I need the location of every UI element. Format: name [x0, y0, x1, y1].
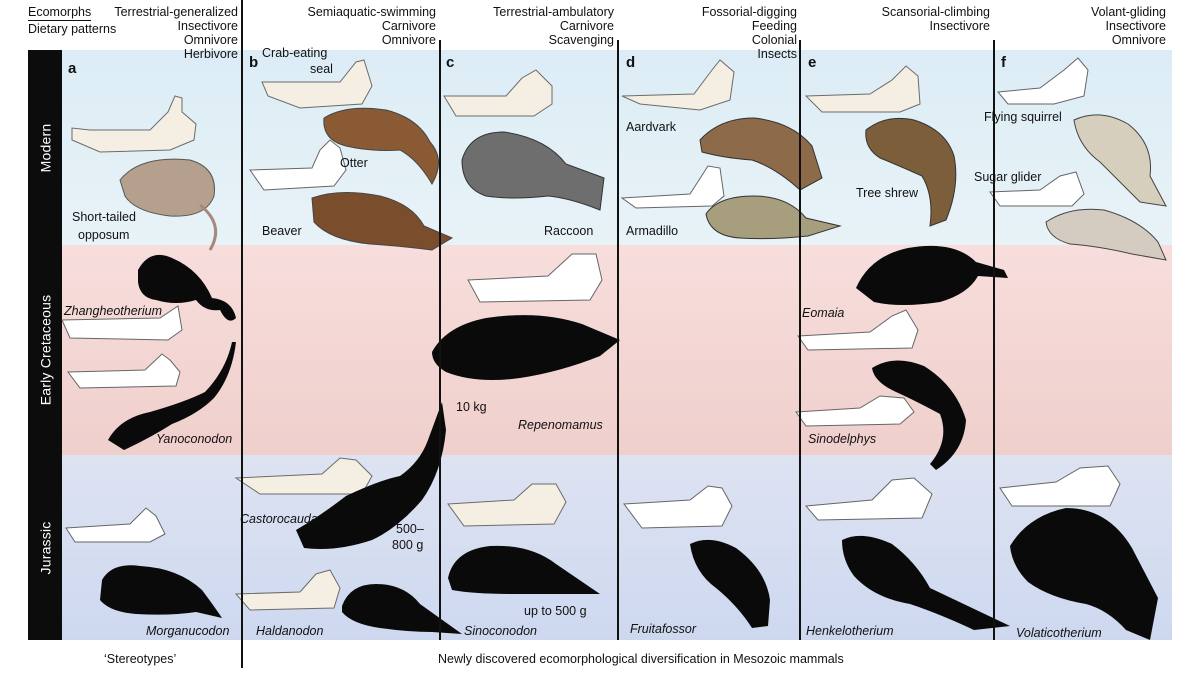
column-header-f: Volant-gliding Insectivore Omnivore	[1090, 5, 1166, 47]
label-zhangheotherium: Zhangheotherium	[64, 304, 162, 318]
column-letter-b: b	[249, 54, 259, 71]
column-header-b: Semiaquatic-swimming Carnivore Omnivore	[307, 5, 436, 47]
separator-e-f	[993, 40, 995, 640]
label-raccoon: Raccoon	[544, 224, 594, 238]
morganucodon-silhouette	[100, 565, 222, 618]
sugar-glider-drawing	[1045, 208, 1167, 261]
label-seal: seal	[310, 62, 333, 76]
label-mass-500: 500–	[396, 522, 424, 536]
column-letter-f: f	[1001, 54, 1006, 71]
label-short-tailed: Short-tailed	[72, 210, 136, 224]
jaw-haldanodon	[234, 569, 341, 611]
sinodelphys-silhouette	[872, 360, 966, 470]
jaw-raccoon	[443, 69, 553, 117]
label-volaticotherium: Volaticotherium	[1016, 626, 1102, 640]
separator-b-c	[439, 40, 441, 640]
period-label-early-cretaceous: Early Cretaceous	[28, 245, 62, 455]
beaver-drawing	[311, 191, 454, 251]
column-letter-c: c	[446, 54, 455, 71]
jaw-sugar-glider	[989, 171, 1085, 207]
opossum-drawing	[119, 158, 218, 251]
label-eomaia: Eomaia	[802, 306, 845, 320]
henkelotherium-silhouette	[842, 535, 1010, 630]
jaw-yanoconodon	[67, 353, 181, 389]
jaw-crab-eating-seal	[261, 59, 373, 109]
sinoconodon-silhouette	[448, 545, 600, 594]
label-sugar-glider: Sugar glider	[974, 170, 1042, 184]
jaw-armadillo	[620, 165, 725, 209]
repenomamus-silhouette	[432, 315, 620, 380]
eomaia-silhouette	[856, 245, 1008, 305]
separator-a-b	[241, 0, 243, 668]
jaw-short-tailed-opossum	[71, 95, 197, 153]
period-label-jurassic: Jurassic	[28, 455, 62, 640]
label-fruitafossor: Fruitafossor	[630, 622, 696, 636]
period-label-modern: Modern	[28, 50, 62, 245]
jaw-repenomamus	[467, 253, 603, 303]
jaw-tree-shrew	[804, 65, 921, 113]
jaw-flying-squirrel	[997, 57, 1089, 105]
label-tree-shrew: Tree shrew	[856, 186, 919, 200]
jaw-morganucodon	[65, 507, 166, 543]
yanoconodon-silhouette	[108, 342, 236, 450]
column-header-c: Terrestrial-ambulatory Carnivore Scaveng…	[493, 5, 614, 47]
column-header-d: Fossorial-digging Feeding Colonial Insec…	[701, 5, 797, 61]
raccoon-drawing	[461, 131, 605, 211]
ecomorphs-heading: Ecomorphs	[28, 5, 92, 21]
armadillo-drawing	[705, 195, 842, 240]
label-yanoconodon: Yanoconodon	[156, 432, 233, 446]
tree-shrew-drawing	[865, 117, 957, 227]
column-letter-d: d	[626, 54, 636, 71]
label-aardvark: Aardvark	[626, 120, 677, 134]
jaw-fruitafossor	[623, 485, 733, 529]
label-armadillo: Armadillo	[626, 224, 679, 238]
zhangheotherium-silhouette	[138, 254, 236, 321]
footer-diversification: Newly discovered ecomorphological divers…	[438, 652, 844, 666]
volaticotherium-silhouette	[1010, 508, 1158, 640]
label-beaver: Beaver	[262, 224, 302, 238]
column-header-e: Scansorial-climbing Insectivore	[881, 5, 990, 33]
jaw-castorocauda	[234, 457, 373, 495]
haldanodon-silhouette	[342, 584, 462, 634]
jaw-volaticotherium	[999, 465, 1121, 507]
castorocauda-silhouette	[296, 402, 446, 549]
label-mass-800: 800 g	[392, 538, 424, 552]
separator-d-e	[799, 40, 801, 640]
label-opposum: opposum	[78, 228, 130, 242]
label-castorocauda: Castorocauda	[240, 512, 318, 526]
jaw-sinodelphys	[795, 395, 915, 427]
jaw-otter	[249, 139, 347, 191]
label-haldanodon: Haldanodon	[256, 624, 324, 638]
label-up-to-500g: up to 500 g	[524, 604, 587, 618]
jaw-zhangheotherium	[61, 305, 183, 341]
separator-c-d	[617, 40, 619, 640]
label-otter: Otter	[340, 156, 368, 170]
label-sinodelphys: Sinodelphys	[808, 432, 877, 446]
jaw-henkelotherium	[804, 477, 933, 521]
column-letter-a: a	[68, 60, 77, 77]
footer-stereotypes: ‘Stereotypes’	[104, 652, 177, 666]
jaw-aardvark	[621, 59, 735, 111]
label-10-kg: 10 kg	[456, 400, 487, 414]
aardvark-drawing	[699, 117, 823, 191]
dietary-patterns-heading: Dietary patterns	[28, 22, 117, 36]
column-letter-e: e	[808, 54, 817, 71]
fruitafossor-silhouette	[690, 539, 770, 628]
label-flying-squirrel: Flying squirrel	[984, 110, 1062, 124]
jaw-sinoconodon	[447, 483, 567, 527]
label-repenomamus: Repenomamus	[518, 418, 603, 432]
column-header-a: Terrestrial-generalized Insectivore Omni…	[114, 5, 238, 61]
flying-squirrel-drawing	[1073, 114, 1167, 207]
label-sinoconodon: Sinoconodon	[464, 624, 537, 638]
jaw-eomaia	[797, 309, 919, 351]
label-crab-eating: Crab-eating	[262, 46, 328, 60]
label-morganucodon: Morganucodon	[146, 624, 230, 638]
label-henkelotherium: Henkelotherium	[806, 624, 894, 638]
otter-drawing	[323, 107, 439, 185]
